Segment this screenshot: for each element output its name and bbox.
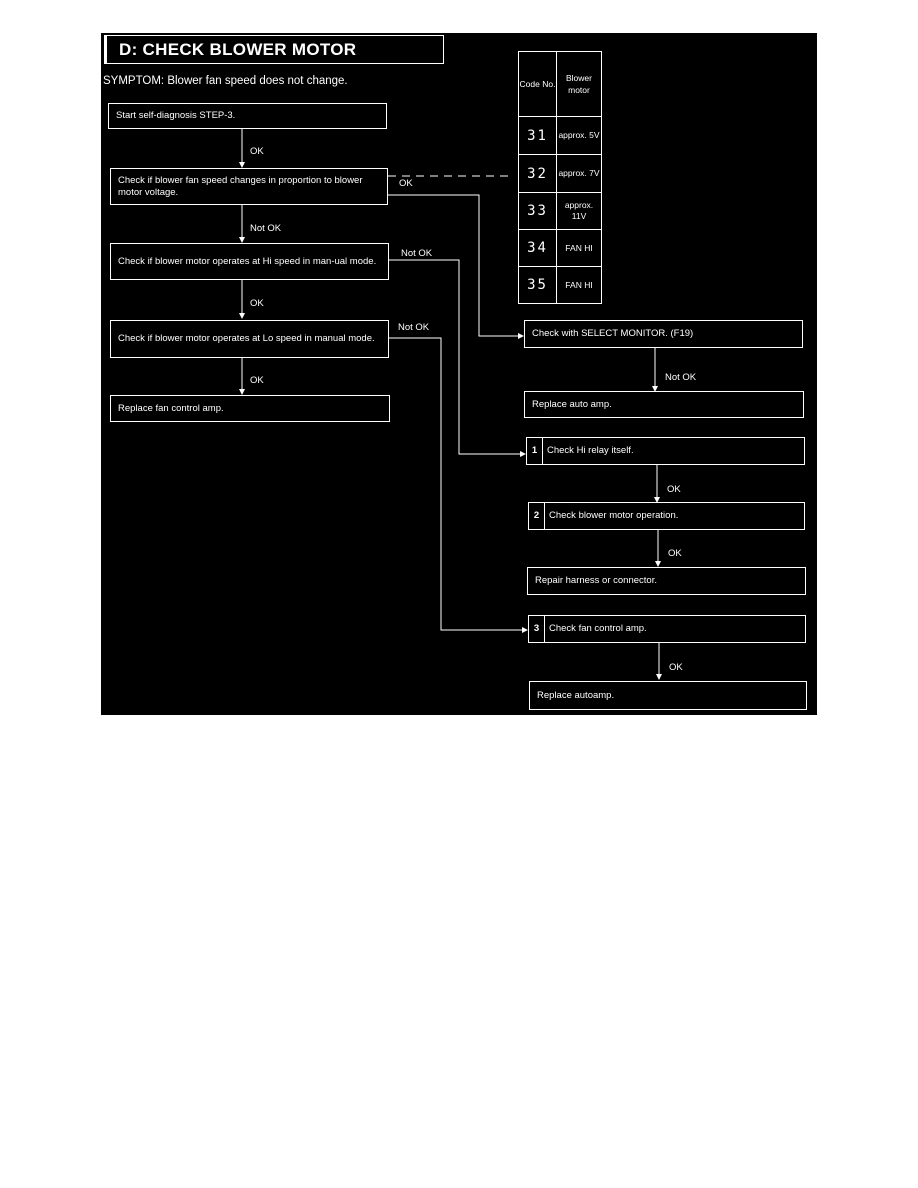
label-ok-operation: OK [668, 548, 682, 559]
step-check-blower-operation: 2 Check blower motor operation. [528, 502, 805, 530]
symptom-text: SYMPTOM: Blower fan speed does not chang… [103, 75, 348, 87]
step-start-label: Start self-diagnosis STEP-3. [116, 110, 236, 121]
code-table-row: 32 approx. 7V [519, 155, 601, 193]
step-replace-fan-control-amp: Replace fan control amp. [110, 395, 390, 422]
blower-value: approx. 11V [564, 200, 594, 221]
flowchart-diagram: D: CHECK BLOWER MOTOR SYMPTOM: Blower fa… [101, 33, 817, 715]
code-value: 31 [519, 117, 557, 154]
step-check-fan-control-amp: 3 Check fan control amp. [528, 615, 806, 643]
step-check-hi-relay: 1 Check Hi relay itself. [526, 437, 805, 465]
code-table-row: 31 approx. 5V [519, 117, 601, 155]
arrow-lo-to-fan-amp [388, 337, 528, 633]
step-replace-auto-amp-label: Replace auto amp. [532, 398, 612, 410]
step-check-hi-relay-label: Check Hi relay itself. [547, 445, 634, 456]
flow-connectors [239, 129, 662, 680]
blower-header: Blower motor [566, 73, 592, 95]
step-check-fan-amp-label: Check fan control amp. [549, 623, 647, 634]
code-value: 32 [519, 155, 557, 192]
step-check-lo-label: Check if blower motor operates at Lo spe… [118, 333, 375, 344]
blower-value: approx. 5V [558, 130, 600, 140]
code-table-row: 34 FAN HI [519, 230, 601, 267]
code-value: 35 [519, 267, 557, 303]
step-check-proportion-label: Check if blower fan speed changes in pro… [118, 174, 363, 198]
code-table-header: Code No. Blower motor [519, 52, 601, 117]
blower-value: FAN HI [565, 279, 593, 290]
step-replace-autoamp: Replace autoamp. [529, 681, 807, 710]
step-check-proportion: Check if blower fan speed changes in pro… [110, 168, 388, 205]
label-not-ok-lo: Not OK [398, 322, 430, 333]
label-ok-proportion: OK [399, 178, 413, 189]
label-ok-1: OK [250, 146, 264, 157]
page-title: D: CHECK BLOWER MOTOR [104, 35, 444, 64]
step-start-self-diagnosis: Start self-diagnosis STEP-3. [108, 103, 387, 129]
step-repair-harness-label: Repair harness or connector. [535, 575, 657, 586]
step-number-3: 3 [529, 616, 545, 642]
step-check-blower-operation-label: Check blower motor operation. [549, 510, 679, 521]
label-not-ok-1: Not OK [250, 223, 282, 234]
code-header: Code No. [519, 52, 557, 116]
step-check-hi-speed: Check if blower motor operates at Hi spe… [110, 243, 389, 280]
step-replace-auto-amp: Replace auto amp. [524, 391, 804, 418]
label-ok-relay: OK [667, 484, 681, 495]
label-not-ok-hi: Not OK [401, 248, 433, 259]
step-check-select-monitor: Check with SELECT MONITOR. (F19) [524, 320, 803, 348]
code-value: 33 [519, 193, 557, 229]
step-check-lo-speed: Check if blower motor operates at Lo spe… [110, 320, 389, 358]
code-table: Code No. Blower motor 31 approx. 5V 32 a… [518, 51, 602, 304]
step-check-hi-label: Check if blower motor operates at Hi spe… [118, 255, 377, 267]
label-ok-3: OK [250, 375, 264, 386]
code-value: 34 [519, 230, 557, 266]
blower-value: FAN HI [565, 242, 593, 253]
step-replace-autoamp-label: Replace autoamp. [537, 689, 615, 701]
arrow-proportion-to-monitor [388, 194, 524, 339]
blower-value: approx. 7V [558, 168, 600, 178]
label-ok-2: OK [250, 298, 264, 309]
arrow-hi-to-relay [388, 259, 526, 457]
step-select-monitor-label: Check with SELECT MONITOR. (F19) [532, 328, 694, 339]
label-ok-fan-amp: OK [669, 662, 683, 673]
step-number-1: 1 [527, 438, 543, 464]
step-repair-harness: Repair harness or connector. [527, 567, 806, 595]
label-not-ok-monitor: Not OK [665, 372, 697, 383]
code-table-row: 35 FAN HI [519, 267, 601, 303]
step-number-2: 2 [529, 503, 545, 529]
step-replace-fan-amp-label: Replace fan control amp. [118, 402, 224, 414]
code-table-row: 33 approx. 11V [519, 193, 601, 230]
